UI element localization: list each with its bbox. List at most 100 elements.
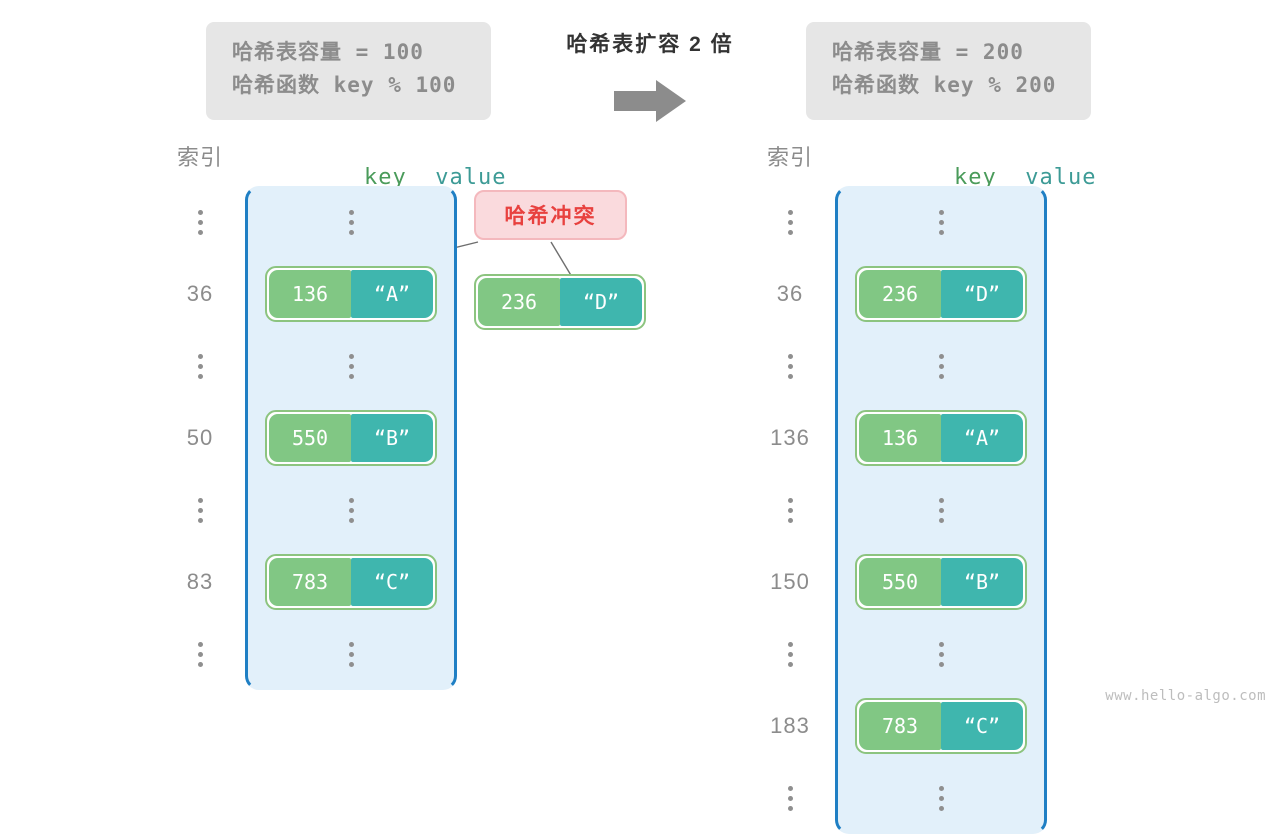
- index-ellipsis-cell: [150, 474, 250, 546]
- bucket-row: 550“B”: [835, 546, 1047, 618]
- left-hashfunc-line: 哈希函数 key % 100: [232, 72, 457, 97]
- bucket-ellipsis-row: [835, 186, 1047, 258]
- right-hashfunc-line: 哈希函数 key % 200: [832, 72, 1057, 97]
- index-label-cell: 83: [150, 546, 250, 618]
- index-ellipsis-cell: [740, 186, 840, 258]
- bucket-vertical-ellipsis-icon: [938, 785, 944, 811]
- header-key-label: key: [953, 165, 997, 190]
- header-index-label: 索引: [176, 145, 223, 170]
- entry-key-cell: 136: [269, 270, 351, 318]
- header-key-label: key: [363, 165, 407, 190]
- index-label-cell: 183: [740, 690, 840, 762]
- bucket-ellipsis-row: [245, 474, 457, 546]
- index-ellipsis-cell: [150, 618, 250, 690]
- entry-key-cell: 783: [859, 702, 941, 750]
- header-index-label: 索引: [766, 145, 813, 170]
- index-vertical-ellipsis-icon: [787, 209, 793, 235]
- index-ellipsis-cell: [740, 618, 840, 690]
- entry-value-cell: “C”: [351, 558, 433, 606]
- entry-value-cell: “B”: [351, 414, 433, 462]
- entry-pair: 783“C”: [855, 698, 1027, 754]
- bucket-vertical-ellipsis-icon: [348, 497, 354, 523]
- index-ellipsis-cell: [150, 330, 250, 402]
- entry-value-cell: “A”: [351, 270, 433, 318]
- index-label-cell: 36: [740, 258, 840, 330]
- right-hash-config-box: 哈希表容量 = 200 哈希函数 key % 200: [806, 22, 1091, 120]
- bucket-vertical-ellipsis-icon: [938, 641, 944, 667]
- header-key-value-label: key value: [840, 140, 1095, 215]
- entry-pair: 783“C”: [265, 554, 437, 610]
- bucket-row: 136“A”: [245, 258, 457, 330]
- index-label: 50: [186, 425, 214, 450]
- bucket-vertical-ellipsis-icon: [348, 209, 354, 235]
- index-ellipsis-cell: [740, 762, 840, 834]
- hash-collision-badge: 哈希冲突: [474, 190, 627, 240]
- bucket-ellipsis-row: [835, 474, 1047, 546]
- index-label-cell: 50: [150, 402, 250, 474]
- index-label: 183: [770, 713, 810, 738]
- hash-collision-label: 哈希冲突: [504, 205, 597, 228]
- entry-key-cell: 236: [859, 270, 941, 318]
- bucket-vertical-ellipsis-icon: [938, 209, 944, 235]
- index-column-left: 36 50 83: [150, 186, 250, 690]
- table-header-right: 索引 key value: [740, 140, 1095, 190]
- index-ellipsis-cell: [740, 330, 840, 402]
- bucket-ellipsis-row: [835, 618, 1047, 690]
- bucket-ellipsis-row: [835, 762, 1047, 834]
- index-label: 150: [770, 569, 810, 594]
- left-capacity-line: 哈希表容量 = 100: [232, 40, 424, 64]
- entry-value-cell: “D”: [560, 278, 642, 326]
- entry-key-cell: 236: [478, 278, 560, 326]
- index-vertical-ellipsis-icon: [787, 641, 793, 667]
- table-header-left: 索引 key value: [150, 140, 505, 190]
- index-label: 83: [186, 569, 214, 594]
- entry-key-cell: 136: [859, 414, 941, 462]
- colliding-entry: 236 “D”: [474, 274, 646, 330]
- entry-value-cell: “A”: [941, 414, 1023, 462]
- bucket-row: 550“B”: [245, 402, 457, 474]
- index-vertical-ellipsis-icon: [197, 641, 203, 667]
- index-label-cell: 150: [740, 546, 840, 618]
- right-capacity-line: 哈希表容量 = 200: [832, 40, 1024, 64]
- bucket-ellipsis-row: [245, 618, 457, 690]
- index-vertical-ellipsis-icon: [787, 497, 793, 523]
- entry-pair: 550“B”: [855, 554, 1027, 610]
- index-column-right: 36 136 150 183: [740, 186, 840, 834]
- index-label-cell: 136: [740, 402, 840, 474]
- index-vertical-ellipsis-icon: [787, 353, 793, 379]
- site-watermark: www.hello-algo.com: [1105, 688, 1266, 704]
- index-label-cell: 36: [150, 258, 250, 330]
- index-ellipsis-cell: [740, 474, 840, 546]
- header-value-label: value: [435, 165, 507, 190]
- bucket-vertical-ellipsis-icon: [348, 353, 354, 379]
- bucket-vertical-ellipsis-icon: [938, 353, 944, 379]
- entry-value-cell: “B”: [941, 558, 1023, 606]
- bucket-row: 136“A”: [835, 402, 1047, 474]
- index-vertical-ellipsis-icon: [787, 785, 793, 811]
- table-body-left: 36 50 83 136“A” 550“B” 783“C”: [150, 186, 465, 690]
- index-label: 36: [776, 281, 804, 306]
- index-label: 36: [186, 281, 214, 306]
- bucket-ellipsis-row: [835, 330, 1047, 402]
- index-vertical-ellipsis-icon: [197, 497, 203, 523]
- entry-key-cell: 783: [269, 558, 351, 606]
- bucket-vertical-ellipsis-icon: [348, 641, 354, 667]
- entry-pair: 236“D”: [855, 266, 1027, 322]
- entry-value-cell: “D”: [941, 270, 1023, 318]
- index-ellipsis-cell: [150, 186, 250, 258]
- left-hash-config-box: 哈希表容量 = 100 哈希函数 key % 100: [206, 22, 491, 120]
- expansion-caption: 哈希表扩容 2 倍: [566, 33, 734, 56]
- bucket-row: 236“D”: [835, 258, 1047, 330]
- bucket-ellipsis-row: [245, 330, 457, 402]
- entry-key-cell: 550: [859, 558, 941, 606]
- entry-pair: 550“B”: [265, 410, 437, 466]
- bucket-ellipsis-row: [245, 186, 457, 258]
- bucket-vertical-ellipsis-icon: [938, 497, 944, 523]
- entry-pair: 236 “D”: [474, 274, 646, 330]
- header-value-label: value: [1025, 165, 1097, 190]
- bucket-row: 783“C”: [245, 546, 457, 618]
- entry-value-cell: “C”: [941, 702, 1023, 750]
- entry-pair: 136“A”: [855, 410, 1027, 466]
- bucket-row: 783“C”: [835, 690, 1047, 762]
